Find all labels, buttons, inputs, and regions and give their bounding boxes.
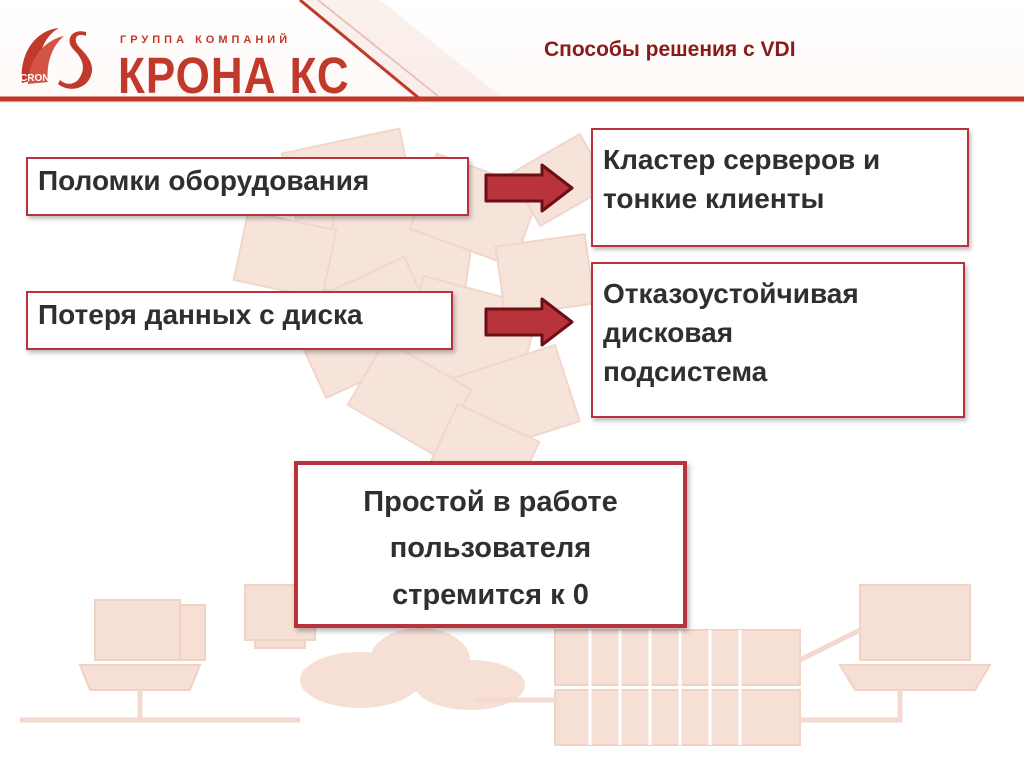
problem-label: Поломки оборудования [38,165,370,196]
result-line: пользователя [389,532,592,565]
arrow-right-icon [484,297,574,347]
problem-box-hardware-failure: Поломки оборудования [26,157,469,216]
page-title: Способы решения с VDI [544,38,796,61]
solution-line: тонкие клиенты [603,183,825,215]
result-line: Простой в работе [363,486,618,518]
company-logo[interactable]: CRONA группа компаний КРОНА КС [14,18,349,104]
result-line: стремится к 0 [392,578,589,611]
svg-text:CRONA: CRONA [20,73,57,84]
problem-box-data-loss: Потеря данных с диска [26,291,453,350]
solution-line: подсистема [603,356,768,388]
logo-subtitle: группа компаний [120,34,292,46]
result-box-downtime: Простой в работе пользователя стремится … [294,461,687,628]
logo-swirl-icon: CRONA [20,28,93,89]
logo-name: КРОНА КС [118,48,350,105]
solution-line: дисковая [603,317,734,349]
solution-box-fault-tolerant-storage: Отказоустойчивая дисковая подсистема [591,262,965,418]
problem-label: Потеря данных с диска [38,299,363,330]
solution-line: Кластер серверов и [603,144,881,175]
server-rack-icon [554,629,801,746]
header [0,0,1024,103]
solution-line: Отказоустойчивая [603,278,859,309]
arrow-right-icon [484,163,574,213]
computer-icon [78,584,992,691]
header-decoration [0,0,1024,103]
solution-box-server-cluster: Кластер серверов и тонкие клиенты [591,128,969,247]
